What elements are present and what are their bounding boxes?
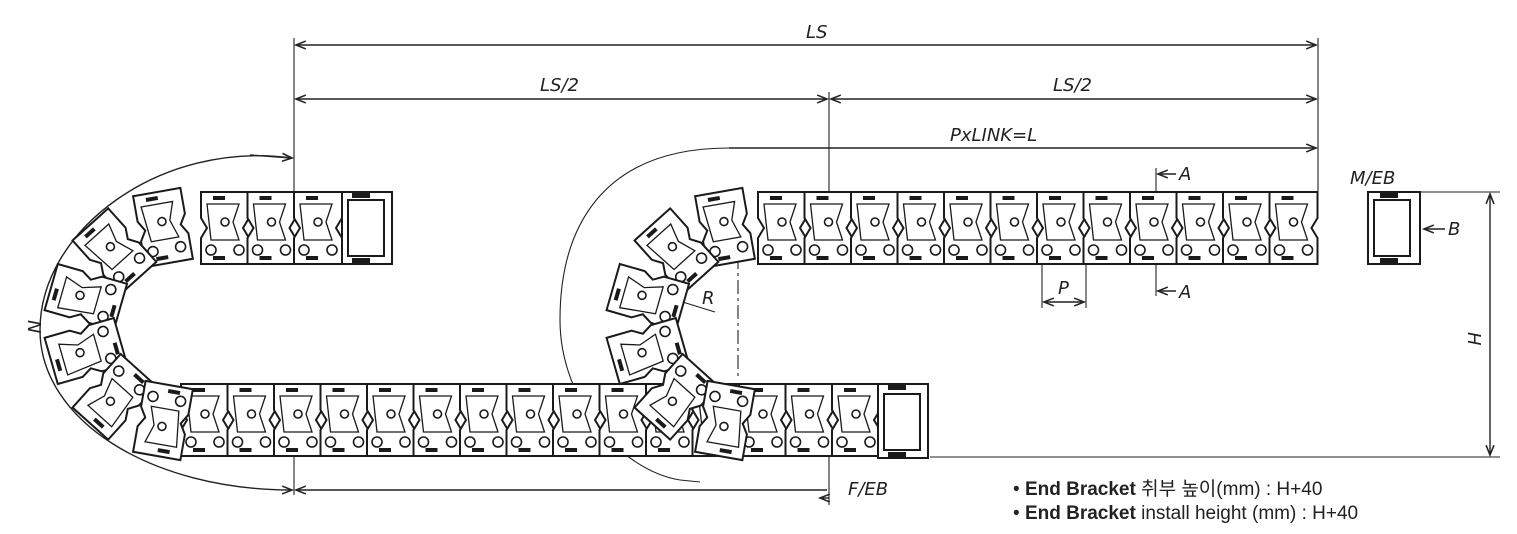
chain-link — [43, 316, 129, 386]
chain-link — [633, 206, 720, 296]
note-text: install height (mm) : H+40 — [1135, 503, 1359, 524]
chain-link — [71, 352, 158, 442]
moving-end-bracket — [1367, 191, 1421, 265]
install-height-notes: • End Bracket 취부 높이(mm) : H+40 • End Bra… — [1013, 478, 1358, 526]
chain-link — [43, 262, 129, 332]
cable-chain-links — [43, 186, 1319, 462]
ls-label: LS — [806, 22, 827, 43]
chain-link — [505, 383, 556, 457]
radius-label: R — [702, 288, 715, 309]
chain-link — [1175, 191, 1226, 265]
chain-link — [633, 352, 720, 442]
dimension-lines — [39, 38, 1500, 505]
section-a-bottom-label: A — [1178, 282, 1191, 303]
chain-link — [552, 383, 602, 457]
note-bullet: • — [1013, 503, 1020, 524]
chain-link — [1082, 191, 1133, 265]
chain-link — [896, 191, 947, 265]
chain-link — [459, 383, 509, 457]
chain-link — [693, 379, 757, 462]
fixed-end-bracket — [877, 383, 929, 459]
chain-link — [598, 383, 649, 457]
chain-link — [293, 191, 343, 265]
end-bracket-left-top — [341, 191, 393, 265]
chain-link — [693, 186, 757, 269]
chain-link — [1129, 191, 1179, 265]
chain-link — [605, 262, 691, 332]
chain-link — [850, 191, 900, 265]
pitch-length-label: PxLINK=L — [950, 125, 1037, 146]
ls-half-right-label: LS/2 — [1053, 75, 1092, 96]
chain-link — [273, 383, 323, 457]
chain-link — [200, 191, 250, 265]
chain-link — [831, 383, 881, 457]
arc-length-line — [39, 155, 295, 495]
chain-link — [605, 316, 691, 386]
chain-link — [412, 383, 463, 457]
section-a-top-label: A — [1178, 164, 1191, 185]
chain-link — [1268, 191, 1319, 265]
note-english: • End Bracket install height (mm) : H+40 — [1013, 502, 1358, 526]
chain-link — [943, 191, 993, 265]
chain-link — [71, 206, 158, 296]
ls-half-left-label: LS/2 — [540, 75, 579, 96]
chain-link — [803, 191, 854, 265]
pitch-label: P — [1058, 278, 1069, 299]
chain-link — [784, 383, 835, 457]
chain-link — [1222, 191, 1272, 265]
chain-link — [757, 191, 807, 265]
note-bold-term: End Bracket — [1024, 503, 1136, 524]
note-bold-term: End Bracket — [1024, 479, 1136, 500]
chain-link — [319, 383, 370, 457]
chain-link — [246, 191, 297, 265]
chain-link — [989, 191, 1040, 265]
note-text: 취부 높이(mm) : H+40 — [1135, 479, 1323, 500]
fixed-end-bracket-label: F/EB — [848, 479, 888, 500]
note-korean: • End Bracket 취부 높이(mm) : H+40 — [1013, 478, 1358, 502]
arc-length-label: N — [23, 320, 44, 333]
chain-link — [226, 383, 277, 457]
height-label: H — [1463, 332, 1484, 346]
chain-link — [1036, 191, 1086, 265]
note-bullet: • — [1013, 479, 1020, 500]
chain-link — [131, 379, 195, 462]
moving-end-bracket-label: M/EB — [1350, 168, 1395, 189]
chain-link — [366, 383, 416, 457]
view-b-label: B — [1448, 219, 1460, 240]
chain-link — [131, 186, 195, 269]
